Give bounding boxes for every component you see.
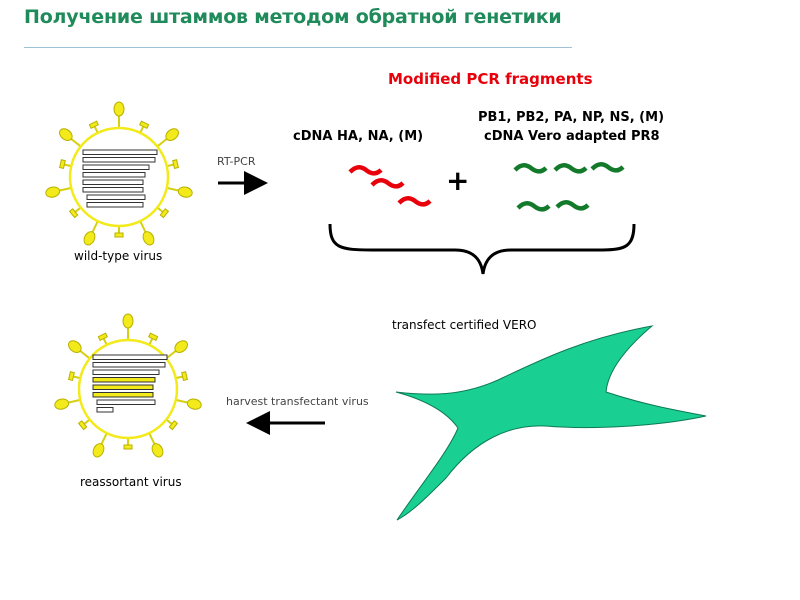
harvest-label: harvest transfectant virus — [226, 395, 369, 408]
virus-spike-head — [114, 232, 124, 238]
cdna-ha-na-label: cDNA HA, NA, (M) — [293, 129, 424, 144]
virus-spike-head — [68, 208, 79, 219]
rna-segment — [92, 362, 166, 368]
reassortant-virus-label: reassortant virus — [80, 475, 182, 489]
rna-segment — [92, 354, 168, 360]
pb-segments-label: PB1, PB2, PA, NP, NS, (M) — [478, 110, 665, 125]
virus-spike-head — [174, 340, 188, 353]
plus-sign: + — [446, 164, 470, 197]
green-fragment — [553, 163, 588, 174]
reassortant-virus-segments — [92, 354, 168, 413]
green-fragment — [513, 163, 548, 174]
reassortant-virus-spikes — [54, 313, 202, 458]
rna-segment — [86, 202, 144, 208]
virus-spike-head — [88, 120, 99, 129]
virus-spike-head — [68, 340, 82, 353]
virus-spike-head — [68, 371, 75, 382]
transfect-vero-label: transfect certified VERO — [392, 318, 537, 332]
virus-spike-head — [142, 231, 155, 246]
rna-segment — [82, 164, 150, 170]
pcr-fragments-title: Modified PCR fragments — [388, 70, 593, 88]
rna-segment — [92, 377, 156, 383]
red-fragment — [348, 165, 383, 176]
wild-type-virus-icon — [45, 101, 193, 246]
green-cdna-fragments — [513, 162, 625, 212]
virus-spike-head — [123, 444, 133, 450]
virus-spike-head — [177, 186, 193, 198]
rna-segment — [86, 194, 146, 200]
virus-spike-head — [181, 371, 188, 382]
virus-spike-head — [139, 120, 150, 129]
virus-spike-head — [77, 420, 88, 431]
virus-spike-head — [186, 398, 202, 410]
rna-segment — [96, 399, 156, 405]
title-divider — [24, 47, 572, 48]
virus-spike-head — [97, 332, 108, 341]
virus-spike-head — [59, 159, 66, 170]
red-fragment — [370, 178, 405, 189]
virus-spike-head — [122, 313, 134, 329]
virus-spike-head — [159, 208, 170, 219]
virus-spike-head — [45, 186, 61, 198]
red-fragment — [397, 196, 432, 207]
virus-spike-head — [92, 443, 105, 458]
virus-spike-head — [113, 101, 125, 117]
rna-segment — [96, 407, 114, 413]
red-cdna-fragments — [348, 165, 432, 207]
wild-type-virus-segments — [82, 149, 158, 208]
reassortant-virus-icon — [54, 313, 202, 458]
rna-segment — [92, 369, 160, 375]
wild-type-virus-label: wild-type virus — [74, 249, 163, 263]
rna-segment — [92, 384, 154, 390]
wild-type-virus-spikes — [45, 101, 193, 246]
virus-spike-head — [83, 231, 96, 246]
grouping-brace — [328, 223, 636, 275]
rna-segment — [82, 157, 156, 163]
rna-segment — [82, 172, 146, 178]
rna-segment — [92, 392, 154, 398]
virus-spike-head — [168, 420, 179, 431]
vero-pr8-label: cDNA Vero adapted PR8 — [484, 129, 660, 144]
green-fragment — [555, 200, 590, 211]
virus-spike-head — [165, 128, 179, 141]
virus-spike-head — [59, 128, 73, 141]
rna-segment — [82, 179, 144, 185]
green-fragment — [590, 162, 625, 173]
rna-segment — [82, 149, 158, 155]
virus-spike-head — [151, 443, 164, 458]
rt-pcr-label: RT-PCR — [217, 155, 256, 168]
rna-segment — [82, 187, 144, 193]
slide-title: Получение штаммов методом обратной генет… — [24, 6, 562, 28]
green-fragment — [516, 201, 551, 212]
virus-spike-head — [148, 332, 159, 341]
virus-spike-head — [54, 398, 70, 410]
vero-cell — [395, 325, 707, 521]
virus-spike-head — [172, 159, 179, 170]
